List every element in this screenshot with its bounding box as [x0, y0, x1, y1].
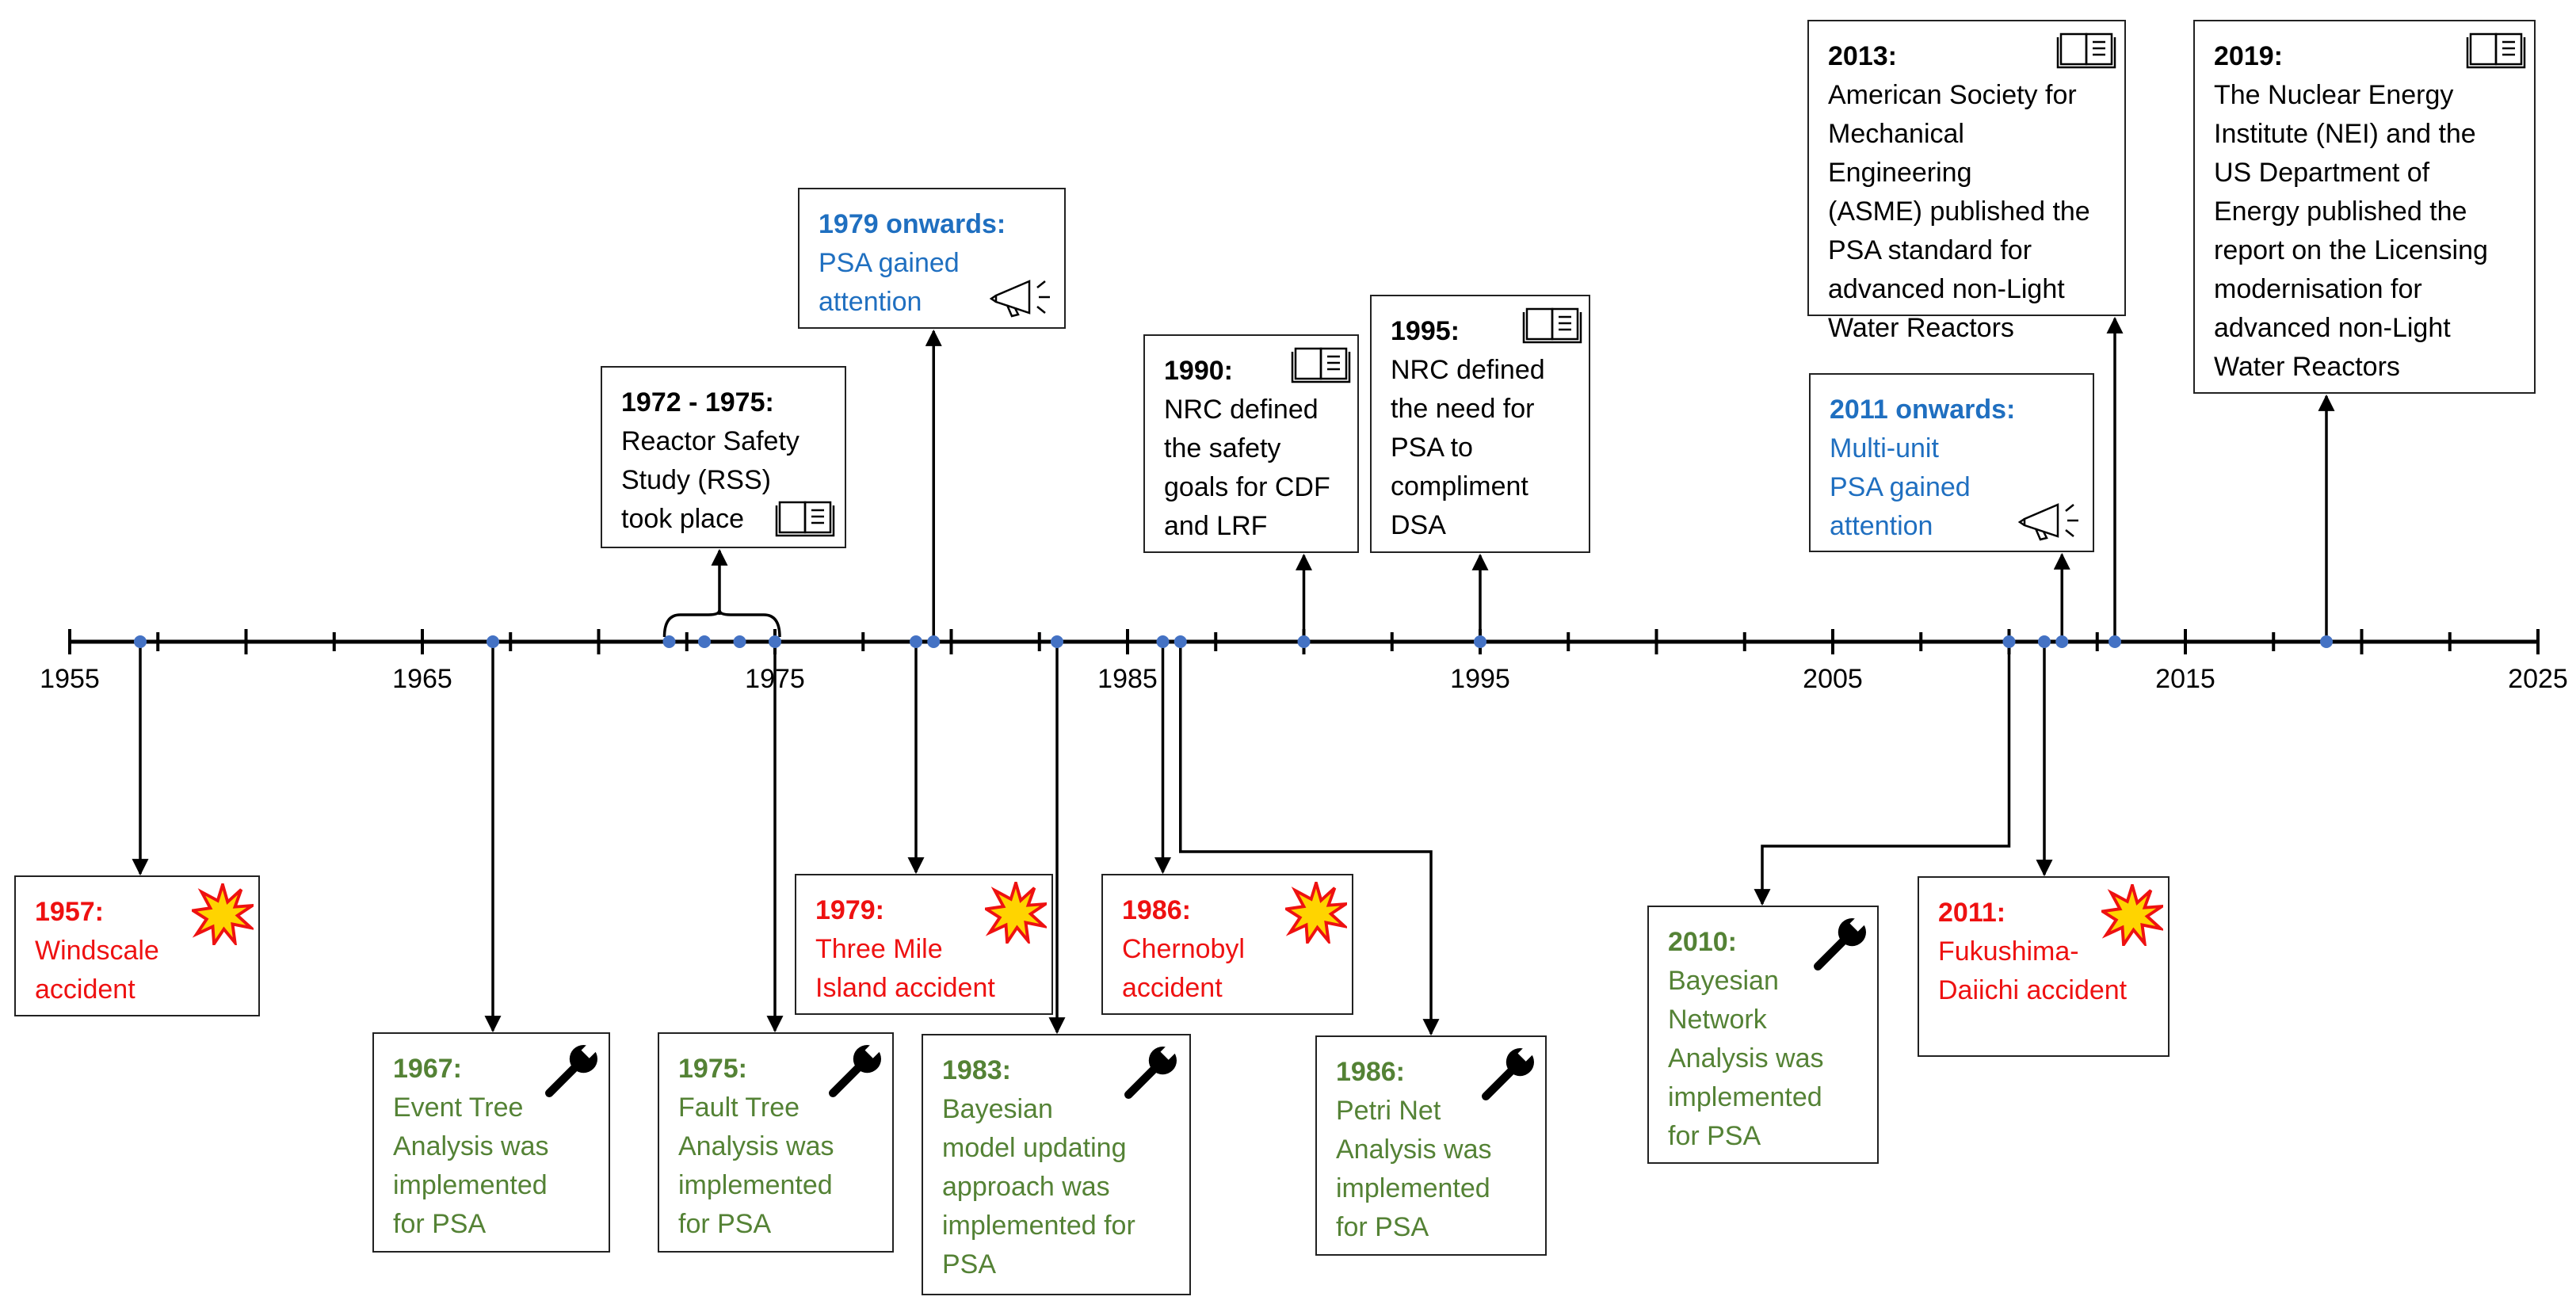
timeline-dot: [769, 635, 781, 648]
event-text: Chernobyl accident: [1122, 934, 1245, 1003]
event-text: Event Tree Analysis was implemented for …: [393, 1093, 549, 1239]
event-box-1986-petri-net: 1986: Petri Net Analysis was implemented…: [1315, 1035, 1547, 1256]
event-text: The Nuclear Energy Institute (NEI) and t…: [2214, 80, 2488, 382]
timeline-dot: [662, 635, 676, 648]
event-box-2019-nei: 2019: The Nuclear Energy Institute (NEI)…: [2193, 20, 2536, 394]
event-box-1957-windscale: 1957: Windscale accident: [14, 875, 260, 1016]
event-box-1972-rss: 1972 - 1975: Reactor Safety Study (RSS) …: [601, 366, 846, 548]
event-year: 1957:: [35, 897, 104, 927]
event-year: 1967:: [393, 1054, 462, 1084]
event-year: 1979:: [815, 895, 884, 925]
timeline-dot: [2320, 635, 2333, 648]
wrench-icon: [545, 1039, 603, 1097]
explosion-icon: [2101, 884, 2163, 946]
event-text: Petri Net Analysis was implemented for P…: [1336, 1096, 1492, 1242]
event-year: 2010:: [1668, 927, 1737, 957]
event-text: PSA gained attention: [819, 248, 960, 317]
timeline-dot: [487, 635, 499, 648]
event-box-1975-fault-tree: 1975: Fault Tree Analysis was implemente…: [658, 1032, 894, 1253]
event-box-1979-onwards: 1979 onwards: PSA gained attention: [798, 188, 1066, 329]
event-year: 1986:: [1336, 1057, 1405, 1087]
event-text: NRC defined the safety goals for CDF and…: [1164, 395, 1330, 541]
event-text: NRC defined the need for PSA to complime…: [1391, 355, 1545, 540]
timeline-dot: [1297, 635, 1311, 648]
wrench-icon: [1482, 1042, 1540, 1100]
book-icon: [2466, 32, 2526, 69]
event-box-1986-chernobyl: 1986: Chernobyl accident: [1101, 874, 1353, 1015]
event-text: Fault Tree Analysis was implemented for …: [678, 1093, 834, 1239]
timeline-dot: [134, 635, 147, 648]
event-year: 1979 onwards:: [819, 209, 1006, 239]
event-year: 2019:: [2214, 41, 2283, 71]
event-year: 1983:: [942, 1055, 1011, 1085]
timeline-dot: [927, 635, 941, 648]
book-icon: [775, 501, 835, 537]
year-label-2025: 2025: [2508, 664, 2568, 694]
timeline-dot: [1051, 635, 1063, 648]
year-label-2015: 2015: [2155, 664, 2215, 694]
event-box-1990-nrc: 1990: NRC defined the safety goals for C…: [1143, 334, 1359, 553]
book-icon: [2056, 32, 2116, 69]
event-box-2010-bayesian-network: 2010: Bayesian Network Analysis was impl…: [1647, 906, 1879, 1164]
timeline-dot: [2002, 635, 2016, 648]
event-year: 1990:: [1164, 356, 1233, 386]
year-label-1975: 1975: [745, 664, 805, 694]
event-box-1983-bayesian: 1983: Bayesian model updating approach w…: [922, 1034, 1191, 1295]
timeline-dot: [733, 635, 746, 648]
wrench-icon: [1814, 912, 1872, 971]
timeline-dot: [1156, 635, 1170, 648]
timeline-dot: [2038, 635, 2051, 648]
explosion-icon: [1285, 882, 1347, 944]
event-text: Reactor Safety Study (RSS) took place: [621, 426, 800, 534]
event-box-2013-asme: 2013: American Society for Mechanical En…: [1807, 20, 2126, 343]
event-box-1967-event-tree: 1967: Event Tree Analysis was implemente…: [372, 1032, 610, 1253]
event-box-2011-onwards: 2011 onwards: Multi-unit PSA gained atte…: [1809, 373, 2094, 552]
year-label-2005: 2005: [1803, 664, 1863, 694]
explosion-icon: [192, 883, 254, 945]
event-year: 2011 onwards:: [1830, 395, 2016, 425]
connector-1986-petri: [1179, 642, 1440, 1036]
year-label-1985: 1985: [1097, 664, 1158, 694]
event-year: 2013:: [1828, 41, 1897, 71]
wrench-icon: [829, 1039, 887, 1097]
event-text: Three Mile Island accident: [815, 934, 995, 1003]
year-label-1995: 1995: [1450, 664, 1510, 694]
wrench-icon: [1124, 1040, 1182, 1099]
timeline-dot: [910, 635, 922, 648]
event-box-2011-fukushima: 2011: Fukushima- Daiichi accident: [1918, 876, 2170, 1057]
event-text: Fukushima- Daiichi accident: [1938, 936, 2128, 1005]
event-box-1995-nrc: 1995: NRC defined the need for PSA to co…: [1370, 295, 1590, 553]
event-box-1979-tmi: 1979: Three Mile Island accident: [795, 874, 1053, 1015]
event-text: Multi-unit PSA gained attention: [1830, 433, 1971, 541]
connector-2010: [1754, 642, 2011, 906]
timeline-dot: [2109, 635, 2121, 648]
timeline-dot: [698, 635, 711, 648]
brace-1972-1975: [662, 609, 781, 638]
event-year: 1986:: [1122, 895, 1191, 925]
timeline-dot: [2055, 635, 2069, 648]
book-icon: [1522, 307, 1582, 344]
timeline-dot: [1474, 635, 1486, 648]
event-text: Bayesian Network Analysis was implemente…: [1668, 966, 1824, 1151]
event-text: American Society for Mechanical Engineer…: [1828, 80, 2090, 343]
event-year: 1975:: [678, 1054, 747, 1084]
timeline-dot: [1174, 635, 1187, 648]
year-label-1955: 1955: [40, 664, 100, 694]
explosion-icon: [985, 882, 1047, 944]
event-text: Bayesian model updating approach was imp…: [942, 1094, 1135, 1279]
megaphone-icon: [989, 280, 1050, 318]
event-year: 2011:: [1938, 898, 2006, 928]
event-year: 1972 - 1975:: [621, 387, 774, 418]
book-icon: [1291, 347, 1351, 383]
year-label-1965: 1965: [392, 664, 452, 694]
megaphone-icon: [2017, 503, 2078, 541]
event-text: Windscale accident: [35, 936, 159, 1005]
event-year: 1995:: [1391, 316, 1460, 346]
